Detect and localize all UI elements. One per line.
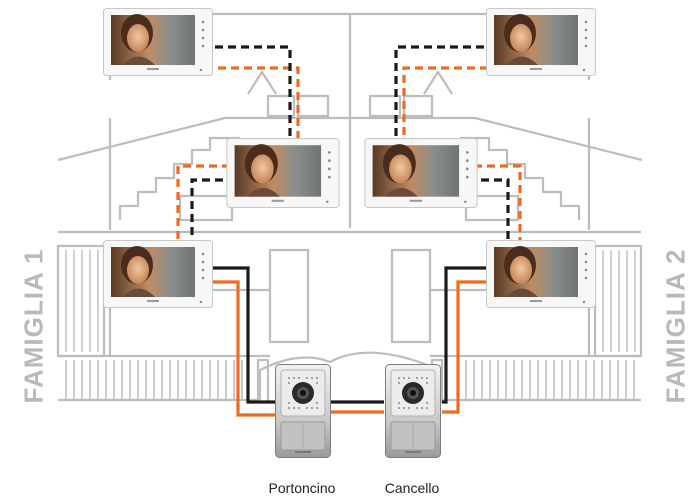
monitor-f1-bottom <box>102 240 214 308</box>
monitor-f2-bottom <box>485 240 597 308</box>
cable-f2-middle-black-dashed <box>468 178 510 240</box>
monitor-f1-top <box>102 8 214 76</box>
family-2-label: FAMIGLIA 2 <box>660 248 691 404</box>
monitor-f2-middle <box>364 138 478 208</box>
cable-f2-bottom-black <box>442 266 488 404</box>
building-outline <box>56 12 643 404</box>
cable-f1-middle-orange-dashed <box>176 164 230 240</box>
cable-f1-middle-black-dashed <box>190 178 236 240</box>
cable-f2-middle-orange-dashed <box>474 164 522 240</box>
cancello-caption: Cancello <box>384 480 440 496</box>
cable-wiring <box>176 45 522 417</box>
portoncino-caption: Portoncino <box>268 480 336 496</box>
cable-f2-bottom-orange <box>442 280 488 414</box>
cable-f1-top-black-dashed <box>215 45 292 140</box>
cable-f1-bottom-orange <box>210 280 276 417</box>
monitor-f1-middle <box>226 138 340 208</box>
cable-f2-top-black-dashed <box>394 45 484 140</box>
family-1-label: FAMIGLIA 1 <box>18 248 49 404</box>
entrance-panel-portoncino <box>274 364 332 458</box>
cable-f1-top-orange-dashed <box>205 66 300 140</box>
cable-f1-bottom-black <box>210 266 276 404</box>
monitor-f2-top <box>485 8 597 76</box>
entrance-panel-cancello <box>384 364 442 458</box>
cable-f2-top-orange-dashed <box>402 66 488 140</box>
